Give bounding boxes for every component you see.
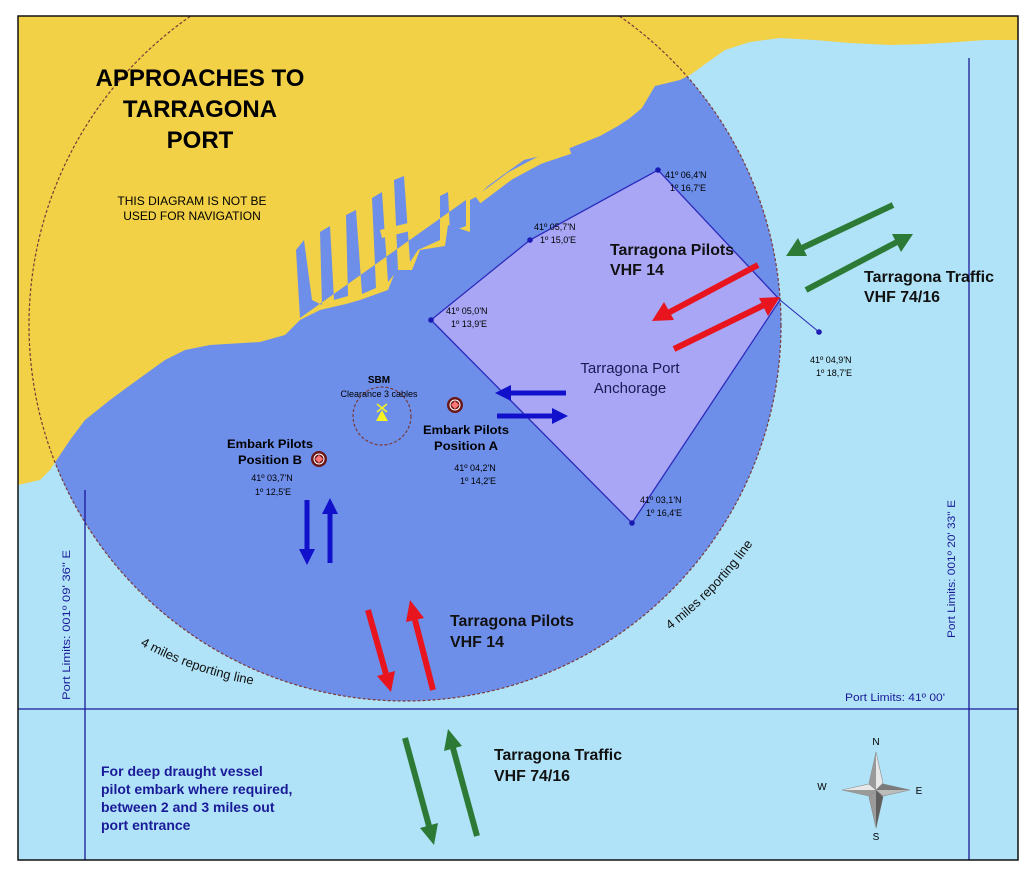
compass-w: W <box>817 782 827 793</box>
anchorage-label: Tarragona Port Anchorage <box>580 360 680 397</box>
traffic-upper-line-2: VHF 74/16 <box>864 289 940 306</box>
port-limit-south-label: Port Limits: 41º 00' <box>845 692 945 704</box>
position-b-label: Embark Pilots Position B 41º 03,7'N 1º 1… <box>227 437 313 497</box>
compass-labels: N S E W <box>817 737 922 843</box>
corner-2-lon: 1º 15,0'E <box>540 235 576 245</box>
corner-4-lat: 41º 04,9'N <box>810 355 852 365</box>
position-a-line-1: Embark Pilots <box>423 423 509 437</box>
compass-rose-icon <box>841 751 911 829</box>
position-a-line-2: Position A <box>434 439 498 453</box>
traffic-arrow-inbound-lower <box>402 737 438 845</box>
position-a-lon: 1º 14,2'E <box>460 476 496 486</box>
compass-n: N <box>872 737 879 748</box>
traffic-arrow-outbound-lower <box>444 729 480 837</box>
chart-frame <box>17 15 1019 861</box>
traffic-arrow-inbound-upper <box>786 202 895 256</box>
deep-draught-note: For deep draught vessel pilot embark whe… <box>101 763 292 833</box>
pilots-upper-line-1: Tarragona Pilots <box>610 242 734 259</box>
traffic-arrow-outbound-upper <box>804 234 913 293</box>
position-b-marker <box>311 451 327 467</box>
port-limit-east-label: Port Limits: 001º 20' 33'' E <box>946 500 958 638</box>
compass-e: E <box>916 786 923 797</box>
breakwater <box>475 146 572 204</box>
title-line-1: APPROACHES TO <box>96 65 305 92</box>
position-b-lon: 1º 12,5'E <box>255 487 291 497</box>
corner-3-lat: 41º 05,0'N <box>446 306 488 316</box>
compass-s: S <box>873 832 880 843</box>
position-a-lat: 41º 04,2'N <box>454 463 496 473</box>
sbm-label: SBM <box>368 375 390 386</box>
note-line-3: between 2 and 3 miles out <box>101 799 275 815</box>
four-mile-reporting-line <box>28 16 782 702</box>
pilots-upper-line-2: VHF 14 <box>610 262 664 279</box>
title-line-2: TARRAGONA <box>123 96 277 123</box>
embark-arrow-east <box>497 408 568 424</box>
embark-arrow-south <box>299 500 315 565</box>
pilots-lower-line-2: VHF 14 <box>450 634 504 651</box>
note-line-1: For deep draught vessel <box>101 763 263 779</box>
sbm-buoy <box>352 386 412 446</box>
harbour-piers <box>234 220 422 312</box>
anchorage-coordinates: 41º 06,4'N 1º 16,7'E 41º 05,7'N 1º 15,0'… <box>446 170 852 518</box>
traffic-lower-line-1: Tarragona Traffic <box>494 747 622 764</box>
embark-arrow-north <box>322 498 338 563</box>
disclaimer-line-1: THIS DIAGRAM IS NOT BE <box>117 194 266 208</box>
embark-arrow-west <box>495 385 566 401</box>
corner-1-lat: 41º 06,4'N <box>665 170 707 180</box>
pilot-arrow-inbound-upper <box>652 262 760 321</box>
disclaimer: THIS DIAGRAM IS NOT BE USED FOR NAVIGATI… <box>117 194 266 223</box>
corner-3-lon: 1º 13,9'E <box>451 319 487 329</box>
anchorage-east-corner-link <box>779 299 820 333</box>
corner-1-lon: 1º 16,7'E <box>670 183 706 193</box>
harbour-basin <box>296 176 466 318</box>
sbm-clearance: Clearance 3 cables <box>340 389 418 399</box>
corner-5-lat: 41º 03,1'N <box>640 495 682 505</box>
position-a-label: Embark Pilots Position A 41º 04,2'N 1º 1… <box>423 423 509 486</box>
traffic-lower-label: Tarragona Traffic VHF 74/16 <box>494 747 622 785</box>
pilot-arrow-outbound-lower <box>406 600 436 691</box>
pilots-lower-label: Tarragona Pilots VHF 14 <box>450 613 574 651</box>
position-b-lat: 41º 03,7'N <box>251 473 293 483</box>
corner-4-lon: 1º 18,7'E <box>816 368 852 378</box>
pilots-lower-line-1: Tarragona Pilots <box>450 613 574 630</box>
disclaimer-line-2: USED FOR NAVIGATION <box>123 209 261 223</box>
coastline-land <box>18 16 1018 485</box>
pilot-arrow-outbound-upper <box>672 297 780 352</box>
position-b-line-2: Position B <box>238 453 302 467</box>
title-line-3: PORT <box>167 127 234 154</box>
traffic-upper-label: Tarragona Traffic VHF 74/16 <box>864 269 994 306</box>
corner-2-lat: 41º 05,7'N <box>534 222 576 232</box>
anchorage-area <box>430 169 781 525</box>
note-line-4: port entrance <box>101 817 191 833</box>
position-b-line-1: Embark Pilots <box>227 437 313 451</box>
traffic-upper-line-1: Tarragona Traffic <box>864 269 994 286</box>
anchorage-label-line-2: Anchorage <box>594 380 667 397</box>
anchorage-label-line-1: Tarragona Port <box>580 360 680 377</box>
port-limit-west-label: Port Limits: 001º 09' 36'' E <box>61 550 73 700</box>
traffic-lower-line-2: VHF 74/16 <box>494 768 570 785</box>
note-line-2: pilot embark where required, <box>101 781 292 797</box>
pilots-upper-label: Tarragona Pilots VHF 14 <box>610 242 734 279</box>
chart-title: APPROACHES TO TARRAGONA PORT <box>96 65 305 154</box>
position-a-marker <box>447 397 463 413</box>
pilot-arrow-inbound-lower <box>365 609 395 692</box>
corner-5-lon: 1º 16,4'E <box>646 508 682 518</box>
